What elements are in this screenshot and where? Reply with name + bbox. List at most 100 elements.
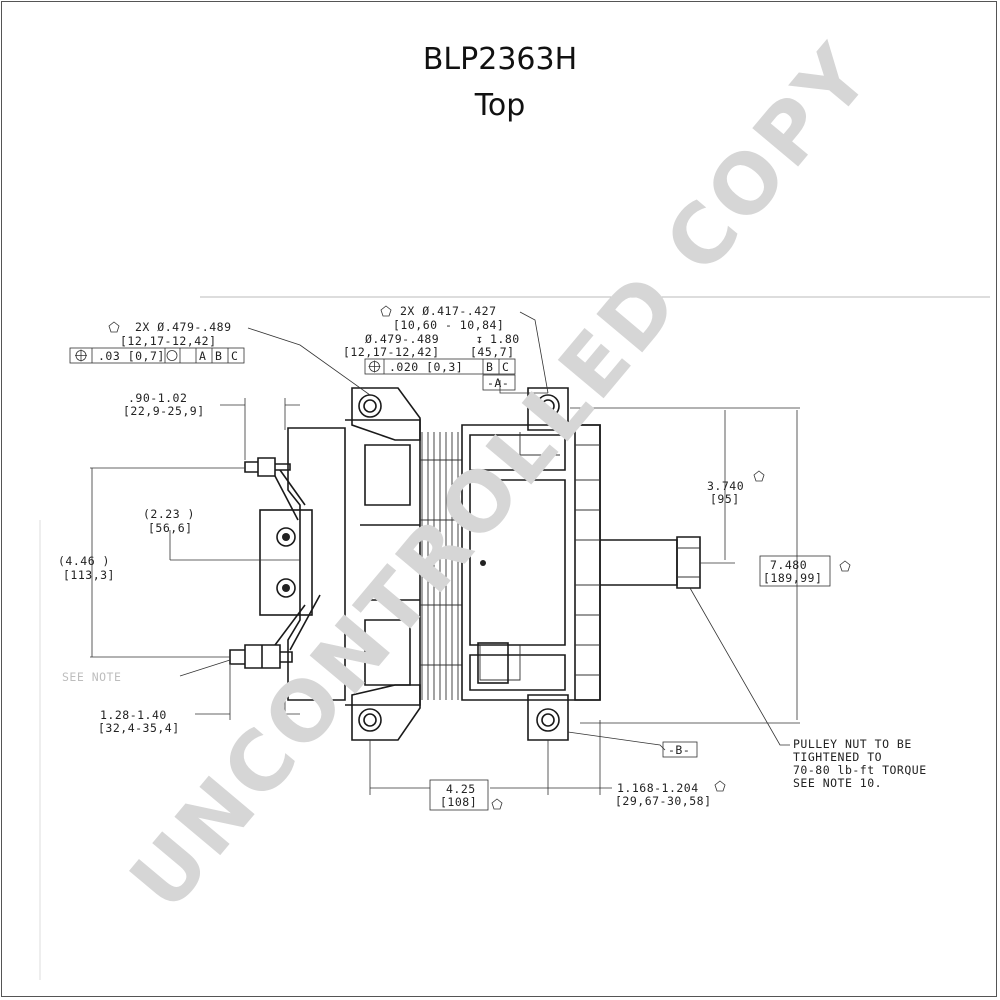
pulley-note-line3: 70-80 lb-ft TORQUE (793, 763, 927, 777)
dim-446-lines (90, 467, 245, 658)
dimension-lines (90, 311, 800, 795)
dim-7480-value: 7.480 (770, 558, 807, 572)
page-title: BLP2363H (422, 42, 578, 77)
datum-b-label: -B- (668, 743, 690, 757)
lower-right-mount-hole-inner (541, 713, 555, 727)
note-symbol-1 (108, 321, 120, 333)
fcf2-datum-c: C (502, 360, 509, 374)
rectifier-screw-bottom (276, 578, 296, 598)
note-symbol-3 (753, 470, 765, 482)
datum-a-box (482, 374, 516, 391)
rectifier-cover (259, 509, 313, 616)
dim-128-lines (195, 665, 300, 720)
depth-symbol: ↧ (476, 332, 483, 346)
upper-right-mount-hole-inner (541, 399, 555, 413)
fcf-datum-b: B (215, 349, 222, 363)
case-ribs (360, 524, 420, 601)
callout-2x-417-depth: 1.80 (490, 332, 520, 346)
pulley-nut-flats (677, 547, 700, 578)
dim-vertical-lines (570, 407, 800, 724)
rectifier-screw-bottom-center (282, 584, 290, 592)
dim-7480-mm: [189,99] (763, 571, 822, 585)
dim-7480-box (759, 555, 831, 587)
shaft (600, 539, 678, 586)
callout-2x-479-line1: 2X Ø.479-.489 (135, 320, 232, 334)
callout-2x-417-line3: Ø.479-.489 (365, 332, 439, 346)
fcf-2x-479: .03 [0,7] A B C (69, 347, 245, 364)
dim-223-lines (169, 530, 300, 561)
dim-3740-mm: [95] (710, 492, 740, 506)
leader-datum-a (499, 380, 548, 394)
datum-b-box (662, 741, 698, 758)
fcf2-datum-b: B (486, 360, 493, 374)
rectifier-screw-top-center (282, 533, 290, 541)
dim-425-box (429, 779, 489, 811)
front-housing-pin (480, 560, 486, 566)
upper-right-mount-hole (536, 394, 560, 418)
callout-2x-479-line2: [12,17-12,42] (120, 334, 217, 348)
note-symbols (108, 305, 851, 810)
alternator-body (229, 387, 701, 741)
dim-425-value: 4.25 (446, 782, 476, 796)
dim-3740-value: 3.740 (707, 479, 744, 493)
leader-2x-417 (519, 311, 549, 394)
callout-2x-417-line2: [10,60 - 10,84] (393, 318, 504, 332)
dim-090-mm: [22,9-25,9] (123, 404, 205, 418)
dim-425-mm: [108] (440, 795, 477, 809)
terminal-upper-strap (274, 469, 306, 521)
dim-223-mm: [56,6] (148, 521, 193, 535)
view-subtitle: Top (474, 88, 526, 123)
leader-see-note (179, 659, 231, 677)
pulley-note-line4: SEE NOTE 10. (793, 776, 882, 790)
callout-2x-417-line4: [12,17-12,42] (343, 345, 440, 359)
fcf2-tolerance: .020 [0,3] (389, 360, 463, 374)
dim-090-value: .90-1.02 (128, 391, 187, 405)
callout-2x-417-line1: 2X Ø.417-.427 (400, 304, 497, 318)
dim-1168-mm: [29,67-30,58] (615, 794, 712, 808)
datum-a-label: -A- (487, 376, 509, 390)
note-symbol-5 (491, 798, 503, 810)
main-case-rear (345, 419, 421, 706)
fan-ribs (574, 424, 601, 701)
dim-223-value: (2.23 ) (143, 507, 195, 521)
pulley-nut (676, 536, 701, 589)
fcf-datum-c: C (231, 349, 238, 363)
upper-right-mount-ear (527, 387, 569, 431)
pulley-note-line2: TIGHTENED TO (793, 750, 882, 764)
fcf-datum-a: A (199, 349, 206, 363)
terminal-lower (229, 644, 293, 669)
callout-2x-417-depth-mm: [45,7] (470, 345, 515, 359)
lower-right-mount-ear (527, 694, 569, 741)
lower-left-mount-hole-inner (363, 713, 377, 727)
case-window-upper (364, 444, 411, 506)
dim-446-value: (4.46 ) (58, 554, 110, 568)
note-symbol-4 (839, 560, 851, 572)
upper-left-mount-hole-inner (363, 399, 377, 413)
terminal-lower-strap (274, 594, 321, 651)
uncontrolled-copy-watermark: UNCONTROLLED COPY (113, 26, 891, 927)
case-window-lower (364, 619, 411, 686)
note-symbol-2 (380, 305, 392, 317)
rear-housing (287, 427, 346, 701)
see-note-faint: SEE NOTE (62, 670, 121, 684)
dim-1168-value: 1.168-1.204 (617, 781, 699, 795)
fcf-2x-417: .020 [0,3] B C -A- (364, 358, 516, 391)
upper-left-mount-hole (358, 394, 382, 418)
rectifier-screw-top (276, 527, 296, 547)
front-bracket-lower (479, 645, 521, 681)
front-bracket-upper (519, 432, 560, 456)
front-housing-core (469, 479, 566, 646)
lower-right-mount-hole (536, 708, 560, 732)
note-symbol-6 (714, 780, 726, 792)
lower-left-mount-hole (358, 708, 382, 732)
pulley-note-line1: PULLEY NUT TO BE (793, 737, 912, 751)
dim-128-mm: [32,4-35,4] (98, 721, 180, 735)
front-housing-top-panel (469, 434, 566, 471)
dim-128-value: 1.28-1.40 (100, 708, 167, 722)
fcf-tolerance: .03 [0,7] (98, 349, 165, 363)
leader-pulley-note (689, 587, 790, 746)
front-housing-bottom-panel (469, 654, 566, 691)
dim-horizontal-lines (369, 720, 612, 795)
